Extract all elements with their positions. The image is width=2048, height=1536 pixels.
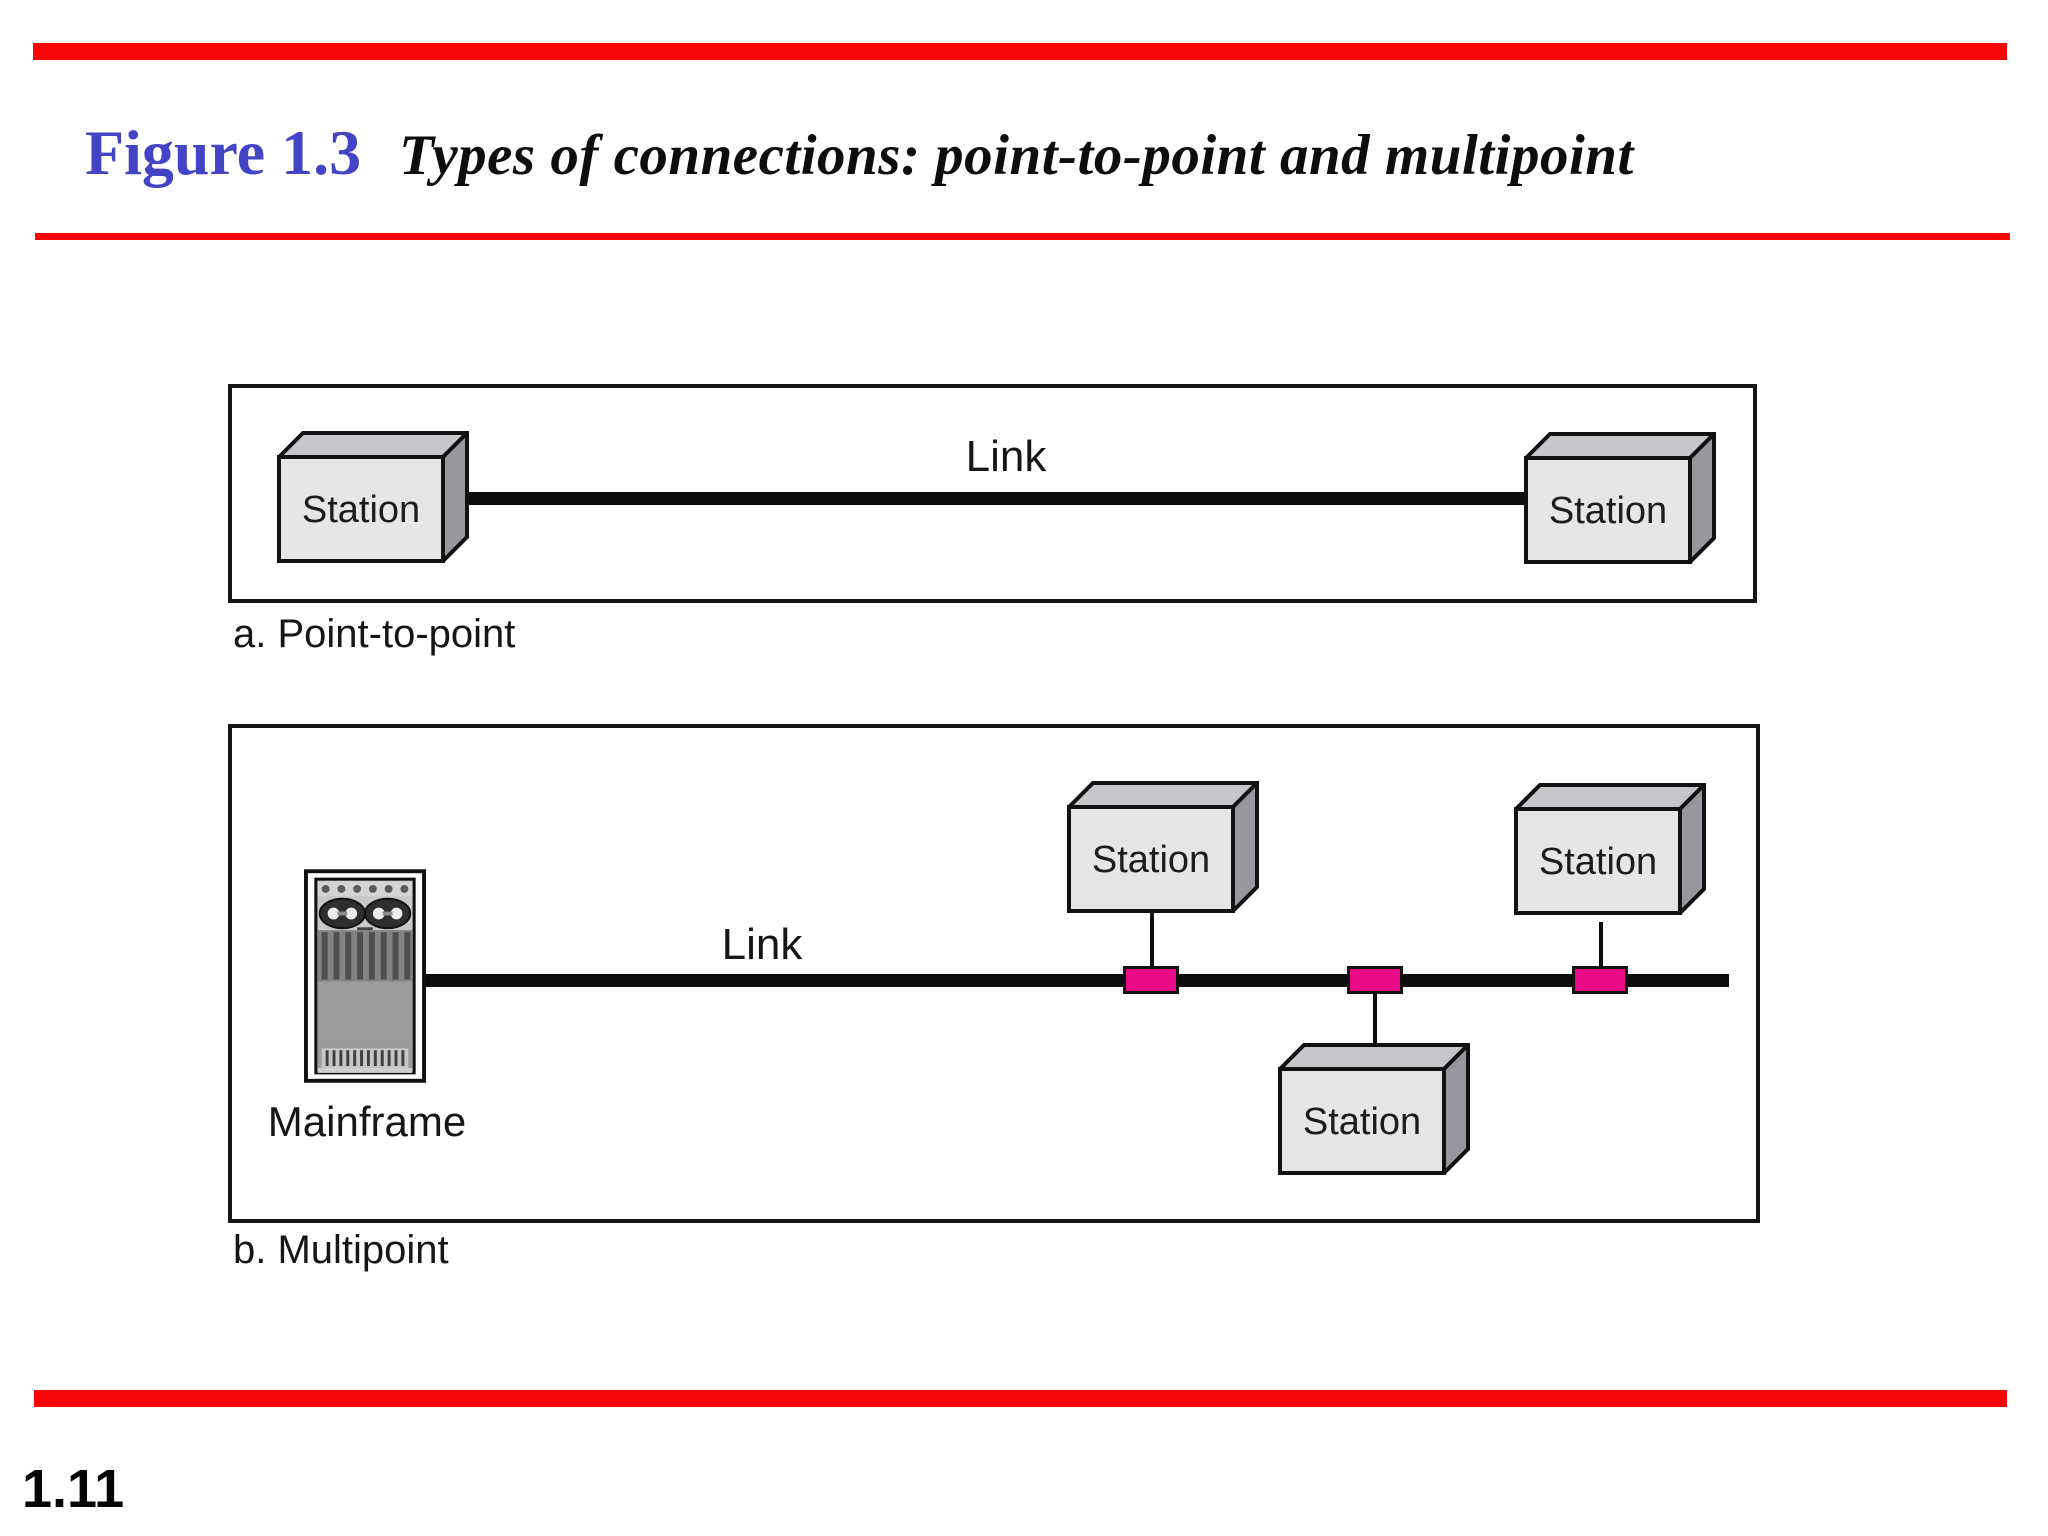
mainframe-base-strip <box>317 1068 413 1073</box>
bottom-red-bar <box>34 1390 2007 1407</box>
tape-path <box>357 927 373 931</box>
station-front-face <box>277 455 445 563</box>
top-red-bar <box>33 43 2007 60</box>
station-front-face <box>1514 807 1682 915</box>
station-3d-icon: Station <box>1514 783 1706 915</box>
mainframe-cabinet-icon <box>304 869 426 1083</box>
station-front-face <box>1067 805 1235 913</box>
station-side-face <box>1231 781 1259 913</box>
figure-label: Figure 1.3 <box>85 117 362 188</box>
station-a-left: Station <box>277 431 469 563</box>
station-top-face <box>1514 783 1706 811</box>
caption-b: b. Multipoint <box>233 1228 449 1272</box>
station-3d-icon: Station <box>1524 432 1716 564</box>
drop-line-3 <box>1599 922 1603 968</box>
station-front-face <box>1278 1067 1446 1175</box>
station-top-face <box>1278 1043 1470 1071</box>
tape-reel-icon <box>318 897 366 930</box>
title-underline-red <box>35 233 2010 240</box>
link-label-a: Link <box>965 432 1047 481</box>
bus-tap-3 <box>1572 966 1628 994</box>
station-label: Station <box>1303 1101 1421 1143</box>
station-label: Station <box>1549 490 1667 532</box>
mainframe-slats <box>321 932 411 980</box>
station-3d-icon: Station <box>1067 781 1259 913</box>
mainframe-vent-stripes <box>325 1050 405 1067</box>
mainframe-indicator-lights <box>321 885 409 893</box>
station-side-face <box>1678 783 1706 915</box>
station-side-face <box>441 431 469 563</box>
figure-heading: Figure 1.3 Types of connections: point-t… <box>85 117 1985 188</box>
station-a-right: Station <box>1524 432 1716 564</box>
station-3d-icon: Station <box>1278 1043 1470 1175</box>
station-label: Station <box>1092 839 1210 881</box>
drop-line-1 <box>1150 910 1154 968</box>
station-3d-icon: Station <box>277 431 469 563</box>
station-top-face <box>1524 432 1716 460</box>
bus-line <box>422 974 1729 987</box>
station-b-top-left: Station <box>1067 781 1259 913</box>
station-label: Station <box>1539 841 1657 883</box>
station-label: Station <box>302 489 420 531</box>
mainframe-icon <box>304 869 426 1084</box>
diagram-b-frame: Link <box>228 724 1760 1223</box>
station-side-face <box>1442 1043 1470 1175</box>
link-label-b: Link <box>721 920 803 969</box>
bus-tap-2 <box>1347 966 1403 994</box>
station-front-face <box>1524 456 1692 564</box>
station-top-face <box>277 431 469 459</box>
figure-title: Types of connections: point-to-point and… <box>399 124 1634 187</box>
page-number: 1.11 <box>22 1459 125 1519</box>
station-top-face <box>1067 781 1259 809</box>
station-side-face <box>1688 432 1716 564</box>
tape-reel-icon <box>364 897 412 930</box>
mainframe-blank-panel <box>317 981 413 1047</box>
mainframe-indicator-strip <box>317 881 413 897</box>
drop-line-2 <box>1373 992 1377 1050</box>
link-line-a <box>452 492 1532 505</box>
station-b-bottom: Station <box>1278 1043 1470 1175</box>
mainframe-vent <box>321 1048 409 1068</box>
mainframe-label: Mainframe <box>267 1098 467 1145</box>
station-b-top-right: Station <box>1514 783 1706 915</box>
diagram-a-frame: Link Station Station <box>228 384 1757 603</box>
bus-tap-1 <box>1123 966 1179 994</box>
caption-a: a. Point-to-point <box>233 612 516 656</box>
